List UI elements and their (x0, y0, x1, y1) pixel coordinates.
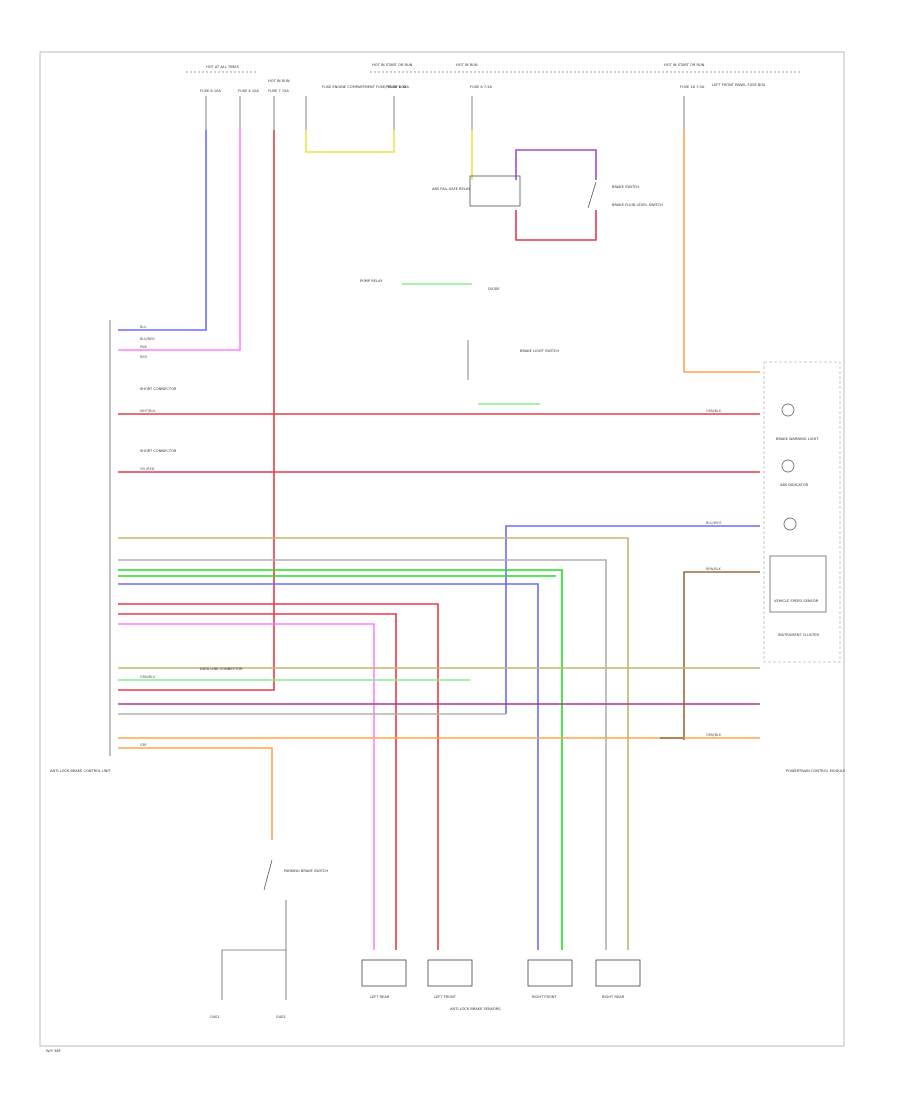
fuse-b-label: FUSE 4 10A (238, 89, 259, 93)
fuse-a-label: FUSE 8 10A (200, 89, 221, 93)
brake-warning-label: BRAKE WARNING LIGHT (776, 437, 819, 441)
wire-blue-inst (505, 525, 760, 714)
sensor-rr-box (595, 959, 641, 987)
sensor-rf-box (527, 959, 573, 987)
fuse-c-header: HOT IN RUN (268, 79, 290, 83)
brake-warning-bulb (781, 403, 795, 417)
parking-brake-switch-symbol (263, 859, 273, 891)
fuse-group2-header: HOT IN START OR RUN (372, 63, 413, 67)
parking-brake-switch-label: PARKING BRAKE SWITCH (284, 869, 328, 873)
body-ground-label: G402 (276, 1015, 286, 1019)
abs-relay-label: ABS FAIL-SAFE RELAY (432, 187, 471, 191)
brake-switch-label: BRAKE SWITCH (612, 185, 639, 189)
sensor-rr-label: RIGHT REAR (602, 995, 625, 999)
fuse-group1-header: HOT AT ALL TIMES (206, 65, 240, 69)
components: ABS FAIL-SAFE RELAY BRAKE SWITCH BRAKE F… (50, 175, 846, 1019)
wire-red-lr (118, 613, 397, 950)
wire-blue-sensor (118, 583, 539, 950)
diagram-frame (39, 51, 845, 1047)
wire-label-10: GRN/BLU (140, 675, 156, 679)
sensor-lf-box (427, 959, 473, 987)
wire-orange-fuse (683, 130, 760, 373)
vss-label: VEHICLE SPEED SENSOR (774, 599, 819, 603)
sensor-lr-label: LEFT REAR (370, 995, 390, 999)
brake-switch-symbol (587, 181, 597, 209)
wire-label-3: PNK (140, 345, 148, 349)
fuse-group4-header: HOT IN START OR RUN (664, 63, 705, 67)
wire-red-lf (118, 603, 439, 950)
wire-label-1: BLU (140, 325, 147, 329)
abs-relay-box (469, 175, 521, 207)
data-link-label: DATA LINK CONNECTOR (200, 667, 243, 671)
sensors-caption: ANTI-LOCK BRAKE SENSORS (450, 1007, 501, 1011)
wire-red-loop (515, 210, 597, 241)
abs-indicator-bulb (781, 459, 795, 473)
wire-green-1 (118, 569, 563, 950)
sensor-rf-label: RIGHT FRONT (532, 995, 557, 999)
wire-pink-fuse (118, 130, 241, 351)
wire-blue-fuse (118, 130, 207, 331)
fuse-d-label: FUSE 1 15A (388, 85, 409, 89)
wire-labels: BLU BLU/RED PNK RED WHT/BLK YEL/RED GRN/… (140, 325, 723, 747)
vss-symbol (783, 517, 797, 531)
fuse-group3-header: HOT IN RUN (456, 63, 478, 67)
wire-yellow-loop (305, 130, 395, 153)
short-connector-1-label: SHORT CONNECTOR (140, 387, 177, 391)
sensor-lr-box (361, 959, 407, 987)
wire-label-5: WHT/BLK (140, 409, 156, 413)
wheel-sensors: LEFT REAR LEFT FRONT RIGHT FRONT RIGHT R… (361, 959, 641, 1011)
sensor-lf-label: LEFT FRONT (434, 995, 457, 999)
instrument-cluster-label: INSTRUMENT CLUSTER (778, 633, 819, 637)
fuse-c-label: FUSE 7 15A (268, 89, 289, 93)
wire-pink-lr (118, 623, 375, 950)
wire-label-12: GRY (140, 743, 148, 747)
abs-indicator-label: ABS INDICATOR (780, 483, 809, 487)
wire-red-main (118, 130, 275, 691)
ground-wire (221, 900, 287, 1000)
instrument-cluster-box (763, 361, 841, 663)
wire-label-9: BRN/BLK (706, 567, 722, 571)
wire-label-6: YEL/RED (140, 467, 155, 471)
wires (118, 130, 760, 950)
wire-label-7: GRN/BLK (706, 409, 722, 413)
abs-unit-label: ANTI-LOCK BRAKE CONTROL UNIT (50, 769, 112, 773)
footer-code: W/Y 38F (46, 1049, 61, 1053)
pump-relay-label: PUMP RELAY (360, 279, 383, 283)
fuse-note-2: LEFT FRONT PANEL FUSE BOX (712, 83, 766, 87)
pcm-label: POWERTRAIN CONTROL MODULE (786, 769, 846, 773)
wire-gray (118, 559, 607, 950)
wire-label-2: BLU/RED (140, 337, 155, 341)
fuse-area: HOT AT ALL TIMES FUSE 8 10A FUSE 4 10A H… (186, 63, 800, 130)
fuse-note-1: FUSE ENGINE COMPARTMENT FUSE/RELAY BOX (322, 85, 407, 89)
diode-label: DIODE (488, 287, 500, 291)
gauge-box (769, 555, 827, 613)
wire-label-11: ORN/BLK (706, 733, 722, 737)
wire-orange-park (118, 747, 273, 840)
fuse-f-label: FUSE 18 7.5A (680, 85, 705, 89)
wire-violet-loop (515, 149, 597, 180)
wire-brown-inst (683, 571, 760, 740)
short-connector-2-label: SHORT CONNECTOR (140, 449, 177, 453)
fuse-e-label: FUSE 6 7.5A (470, 85, 493, 89)
brake-fluid-label: BRAKE FLUID LEVEL SWITCH (612, 203, 663, 207)
wire-label-4: RED (140, 355, 147, 359)
wire-label-8: BLU/WHT (706, 521, 723, 525)
wire-olive (118, 537, 629, 950)
brake-light-switch-label: BRAKE LIGHT SWITCH (520, 349, 559, 353)
ignition-ground-label: G401 (210, 1015, 220, 1019)
